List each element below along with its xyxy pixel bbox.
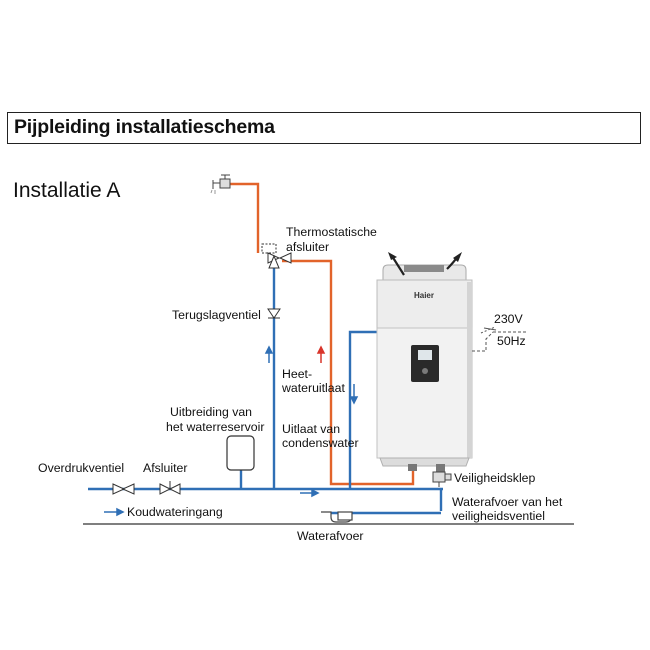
- label-expansion-2: het waterreservoir: [166, 420, 265, 434]
- unit-base: [379, 457, 470, 467]
- unit-fitting-right: [436, 464, 445, 472]
- relief-valve-icon: [112, 483, 135, 495]
- label-frequency: 50Hz: [497, 334, 526, 348]
- label-condensate-1: Uitlaat van: [282, 422, 341, 436]
- subtitle: Installatie A: [13, 179, 121, 202]
- arrow-up-hot-red: [316, 345, 326, 363]
- control-button: [422, 368, 428, 374]
- hot-pipe-outlet: [282, 259, 415, 486]
- safety-valve-icon: [432, 471, 452, 487]
- arrow-up-cold-riser: [264, 345, 274, 363]
- label-thermostatic-1: Thermostatische: [286, 225, 377, 239]
- hot-pipes: [228, 182, 415, 486]
- label-cold-water-inlet: Koudwateringang: [127, 505, 223, 519]
- hot-pipe-tap: [228, 182, 260, 253]
- power-connection: [472, 326, 527, 352]
- unit-air-grille: [404, 265, 444, 272]
- faucet-icon: [210, 174, 231, 194]
- label-relief-drain-2: veiligheidsventiel: [452, 509, 545, 523]
- check-valve-icon: [267, 308, 281, 319]
- heat-pump-unit: Haier: [376, 252, 473, 487]
- label-expansion-1: Uitbreiding van: [170, 405, 253, 419]
- arrow-legend-cold: [104, 507, 125, 517]
- label-hot-water-1: Heet-: [282, 367, 313, 381]
- shutoff-valve-icon: [159, 481, 181, 495]
- label-relief-drain-1: Waterafvoer van het: [452, 495, 563, 509]
- thermostatic-valve-icon: [261, 243, 292, 269]
- unit-top-cap: [382, 264, 467, 283]
- cold-inlet-loop: [348, 330, 385, 489]
- label-drain: Waterafvoer: [297, 529, 364, 543]
- label-safety-valve: Veiligheidsklep: [454, 471, 536, 485]
- label-relief-valve: Overdrukventiel: [38, 461, 125, 475]
- page-title: Pijpleiding installatieschema: [14, 116, 275, 138]
- label-hot-water-2: wateruitlaat: [282, 381, 345, 395]
- unit-fitting-left: [408, 464, 417, 471]
- label-thermostatic-2: afsluiter: [286, 240, 330, 254]
- expansion-vessel-icon: [226, 435, 255, 471]
- brand-logo: Haier: [414, 291, 434, 300]
- label-shutoff-valve: Afsluiter: [143, 461, 188, 475]
- unit-top-housing: [376, 279, 473, 329]
- unit-shadow-right: [467, 282, 472, 458]
- label-voltage: 230V: [494, 312, 523, 326]
- label-condensate-2: condenswater: [282, 436, 359, 450]
- title-box: Pijpleiding installatieschema: [7, 112, 641, 144]
- flow-arrows: [104, 345, 359, 517]
- label-check-valve: Terugslagventiel: [172, 308, 261, 322]
- drain-trap-icon: [321, 511, 353, 523]
- arrow-right-main: [300, 488, 320, 498]
- control-display: [418, 350, 432, 360]
- arrow-down-cold-inlet: [349, 384, 359, 405]
